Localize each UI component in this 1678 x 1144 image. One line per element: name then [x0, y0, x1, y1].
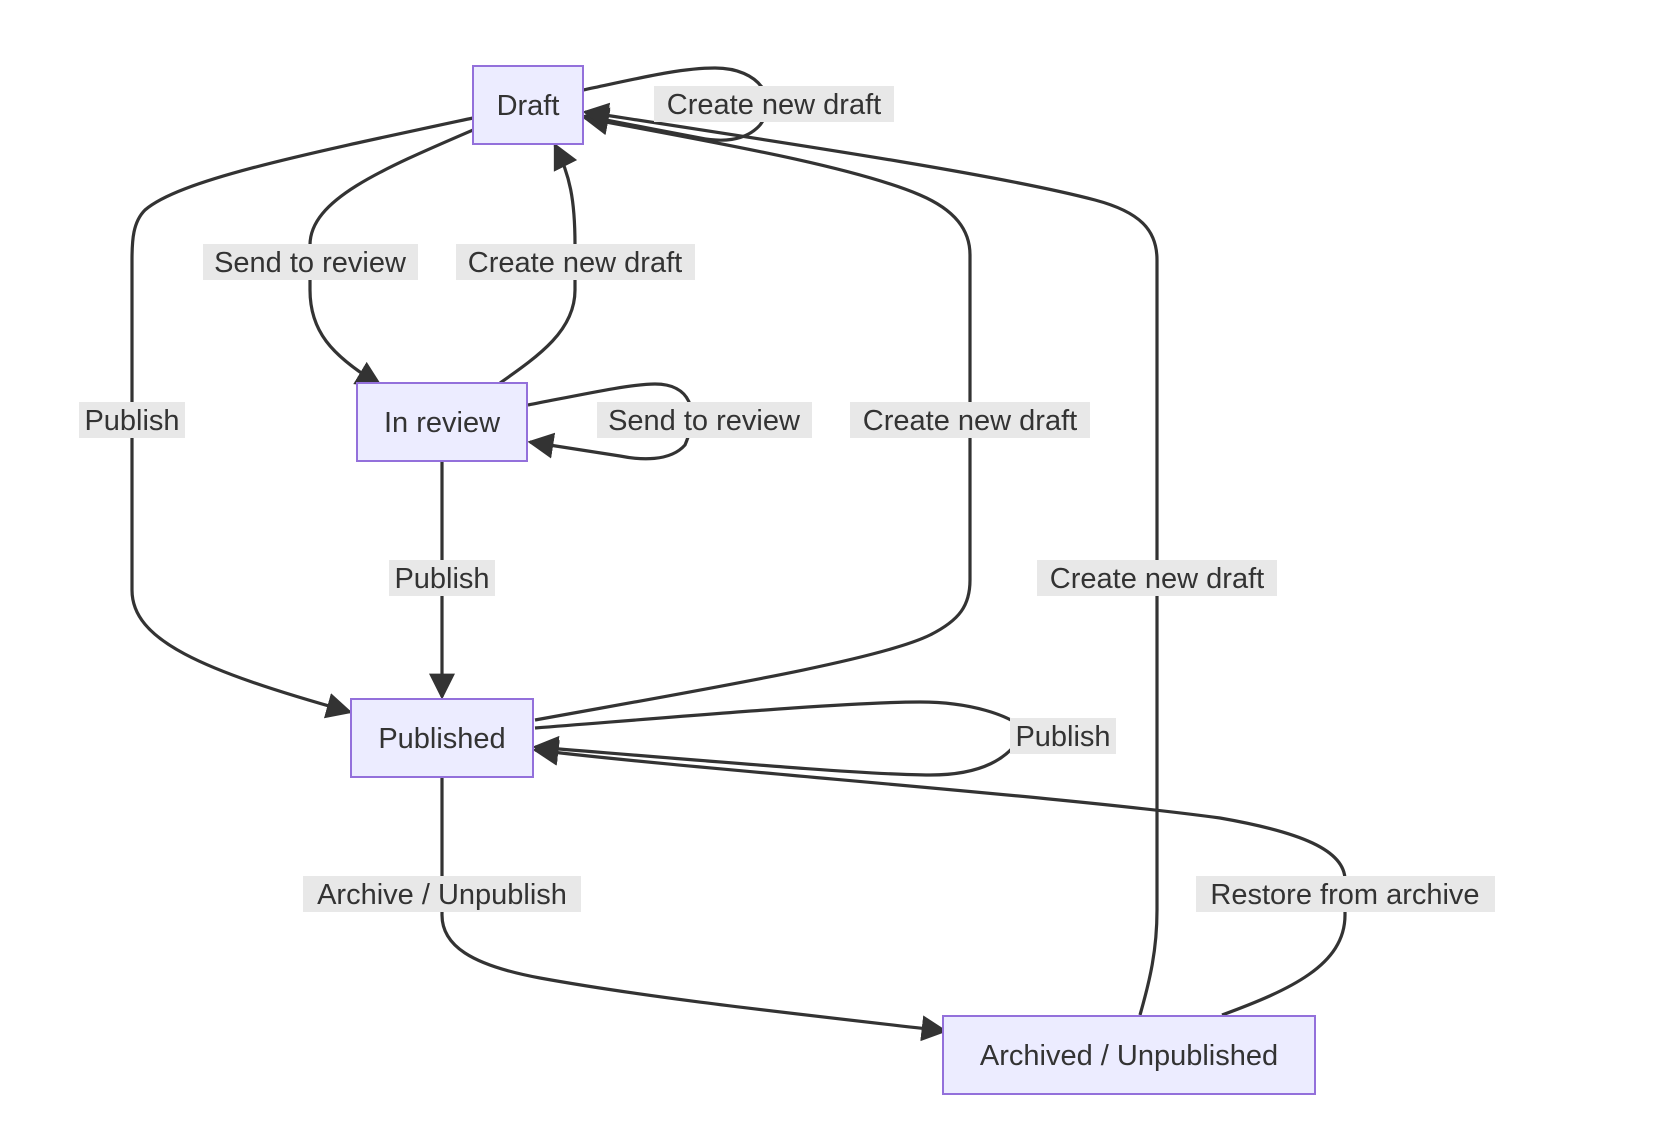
svg-text:Send to review: Send to review	[608, 405, 801, 437]
svg-text:Archive / Unpublish: Archive / Unpublish	[317, 879, 567, 911]
edge-label-inreview-to-draft: Create new draft	[456, 244, 695, 280]
svg-text:Publish: Publish	[394, 563, 489, 595]
edge-published-to-draft[interactable]	[534, 109, 972, 722]
edge-label-archived-to-draft: Create new draft	[1037, 560, 1277, 596]
svg-text:Send to review: Send to review	[214, 247, 407, 279]
svg-text:Publish: Publish	[1015, 721, 1110, 753]
edge-archived-to-draft[interactable]	[582, 102, 1159, 1016]
edge-published-to-archived[interactable]	[440, 776, 948, 1042]
edge-label-inreview-self: Send to review	[597, 402, 812, 438]
edge-label-published-to-archived: Archive / Unpublish	[303, 876, 581, 912]
edge-inreview-to-draft[interactable]	[499, 142, 578, 385]
state-published[interactable]: Published	[350, 698, 534, 778]
edge-draft-self[interactable]	[582, 66, 770, 142]
edge-label-draft-to-inreview: Send to review	[203, 244, 418, 280]
svg-text:Create new draft: Create new draft	[468, 247, 682, 279]
state-draft[interactable]: Draft	[472, 65, 584, 145]
edge-published-self[interactable]	[532, 700, 1027, 777]
svg-text:Create new draft: Create new draft	[1050, 563, 1264, 595]
state-draft-label: Draft	[497, 90, 560, 122]
state-archived[interactable]: Archived / Unpublished	[942, 1015, 1316, 1095]
state-in-review-label: In review	[384, 407, 501, 439]
edge-label-archived-to-published: Restore from archive	[1196, 876, 1495, 912]
edge-inreview-self[interactable]	[527, 382, 694, 461]
edge-draft-to-published[interactable]	[130, 116, 474, 719]
edge-label-published-to-draft: Create new draft	[850, 402, 1090, 438]
svg-text:Publish: Publish	[84, 405, 179, 437]
edge-label-published-self: Publish	[1010, 718, 1116, 754]
state-published-label: Published	[378, 723, 505, 755]
edge-label-draft-to-published: Publish	[79, 402, 185, 438]
edge-archived-to-published[interactable]	[532, 739, 1347, 1017]
svg-text:Create new draft: Create new draft	[863, 405, 1077, 437]
svg-text:Restore from archive: Restore from archive	[1210, 879, 1479, 911]
edge-label-draft-self: Create new draft	[654, 86, 894, 122]
svg-text:Create new draft: Create new draft	[667, 89, 881, 121]
state-archived-label: Archived / Unpublished	[980, 1040, 1278, 1072]
edge-label-inreview-to-published: Publish	[389, 560, 495, 596]
state-in-review[interactable]: In review	[356, 382, 528, 462]
